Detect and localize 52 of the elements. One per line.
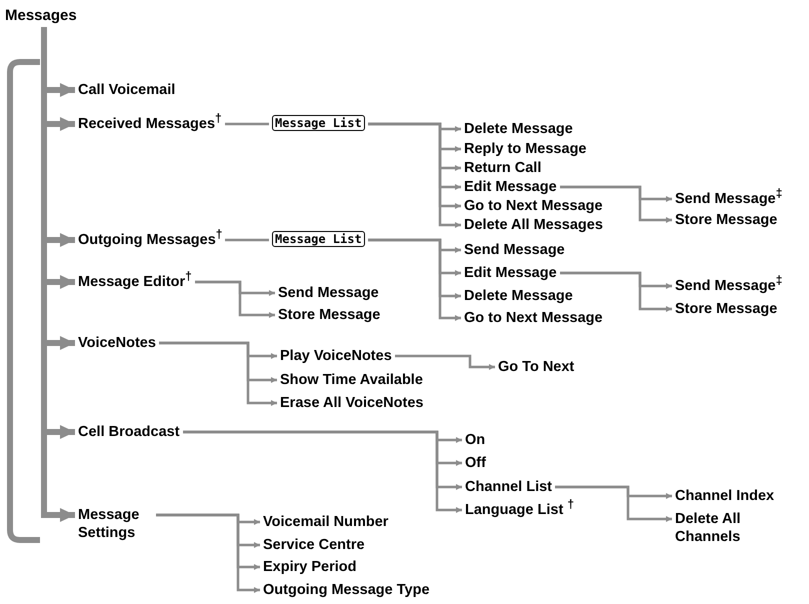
menu-item: Voicemail Number (263, 513, 388, 531)
connector (156, 514, 260, 593)
menu-item: Store Message (675, 211, 778, 229)
menu-item: Show Time Available (280, 371, 423, 389)
menu-item: Off (465, 454, 486, 472)
menu-item: Delete All Channels (675, 510, 765, 546)
menu-item: Delete All Messages (464, 216, 603, 234)
screen-label: Message List (272, 231, 365, 247)
menu-item: Channel List (465, 478, 552, 496)
menu-item: Play VoiceNotes (280, 347, 392, 365)
menu-item: Send Message$^{‡}$ (675, 277, 782, 295)
menu-item: Return Call (464, 159, 542, 177)
menu-item: Received Messages$^{†}$ (78, 115, 222, 133)
menu-item: Outgoing Messages$^{†}$ (78, 231, 222, 249)
connector (560, 272, 672, 312)
menu-item: On (465, 431, 486, 449)
menu-item: Send Message (278, 284, 379, 302)
menu-item: Go to Next Message (464, 309, 603, 327)
menu-item: Go To Next (498, 358, 574, 376)
connector (225, 122, 269, 126)
connector (555, 486, 672, 522)
screen-label: Message List (272, 115, 365, 131)
menu-item: Delete Message (464, 120, 573, 138)
menu-item: Cell Broadcast (78, 423, 180, 441)
connector (560, 186, 672, 223)
menu-item: Expiry Period (263, 558, 356, 576)
connector (368, 238, 461, 321)
connector (395, 354, 495, 370)
menu-item: Send Message (464, 241, 565, 259)
menu-item: Store Message (675, 300, 778, 318)
menu-item: Channel Index (675, 487, 774, 505)
menu-item: Delete Message (464, 287, 573, 305)
menu-item: Service Centre (263, 536, 365, 554)
connector (368, 122, 461, 228)
menu-item: Language List $^{†}$ (465, 501, 574, 519)
menu-item: Edit Message (464, 264, 557, 282)
connector (183, 430, 462, 513)
menu-item: VoiceNotes (78, 334, 156, 352)
menu-item: Edit Message (464, 178, 557, 196)
menu-item: Call Voicemail (78, 81, 176, 99)
connector (195, 280, 275, 318)
menu-item: Outgoing Message Type (263, 581, 430, 599)
menu-item: Send Message$^{‡}$ (675, 190, 782, 208)
menu-item: Erase All VoiceNotes (280, 394, 424, 412)
menu-item: Message Editor$^{†}$ (78, 273, 192, 291)
connector (225, 238, 269, 242)
menu-item: Message Settings (78, 506, 153, 542)
menu-item: Store Message (278, 306, 380, 324)
connector (159, 342, 277, 406)
menu-item: Go to Next Message (464, 197, 603, 215)
menu-item: Reply to Message (464, 140, 586, 158)
menu-heading: Messages (5, 7, 77, 25)
